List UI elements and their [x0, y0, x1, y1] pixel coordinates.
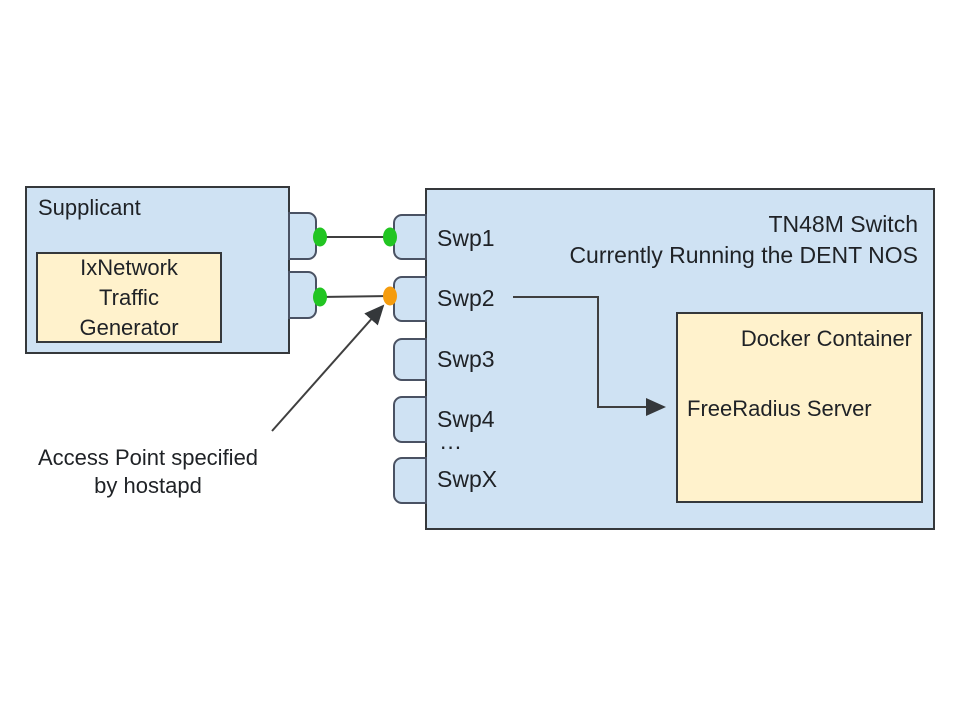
- freeradius-server-label: FreeRadius Server: [687, 396, 872, 421]
- port-list-ellipsis: ...: [440, 428, 463, 454]
- switch-port-tab-swp4: [393, 396, 427, 443]
- port-label-swp3: Swp3: [437, 346, 495, 372]
- traffic-generator-line-2: Traffic: [99, 285, 159, 310]
- switch-title-line-2: Currently Running the DENT NOS: [569, 242, 918, 268]
- switch-title: TN48M Switch Currently Running the DENT …: [430, 209, 918, 271]
- switch-port-tab-swp1: [393, 214, 427, 260]
- access-point-annotation-line-2: by hostapd: [94, 473, 202, 498]
- supplicant-title: Supplicant: [38, 195, 141, 220]
- traffic-generator-label: IxNetwork Traffic Generator: [36, 253, 222, 343]
- port-label-swp2: Swp2: [437, 285, 495, 311]
- switch-title-line-1: TN48M Switch: [768, 211, 918, 237]
- port-label-swpx: SwpX: [437, 466, 498, 492]
- docker-container-title: Docker Container: [740, 326, 912, 351]
- supplicant-port-tab-2: [288, 271, 317, 319]
- cable-swp2: [319, 295, 391, 298]
- port-label-swp4: Swp4: [437, 406, 495, 432]
- traffic-generator-box: [36, 252, 222, 343]
- supplicant-port-tab-1: [288, 212, 317, 260]
- docker-container-box: [676, 312, 923, 503]
- switch-port-tab-swp2: [393, 276, 427, 322]
- access-point-annotation-line-1: Access Point specified: [37, 445, 259, 470]
- switch-port-tab-swp3: [393, 338, 427, 381]
- traffic-generator-line-3: Generator: [79, 315, 179, 340]
- traffic-generator-line-1: IxNetwork: [80, 255, 178, 280]
- port-label-swp1: Swp1: [437, 225, 495, 251]
- switch-port-tab-swpx: [393, 457, 427, 504]
- access-point-annotation: Access Point specified by hostapd: [28, 444, 268, 500]
